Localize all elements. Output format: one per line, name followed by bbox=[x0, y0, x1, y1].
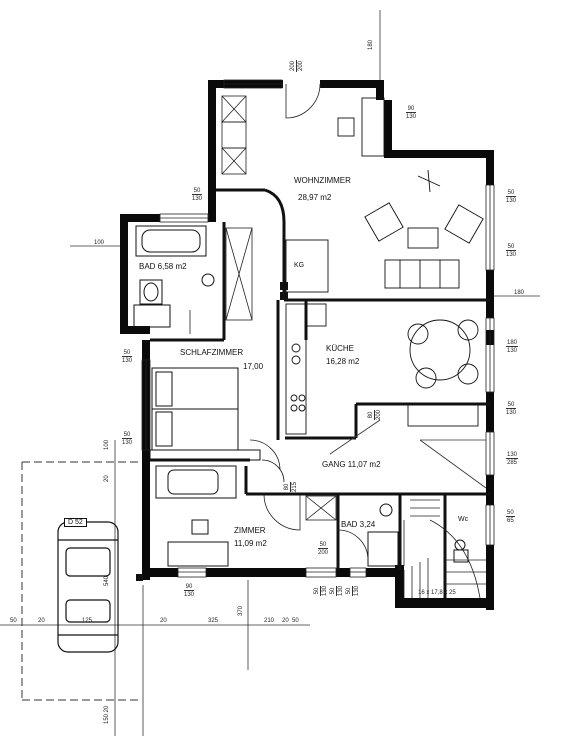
room-wohnzimmer-name: WOHNZIMMER bbox=[294, 176, 351, 185]
dim-ext-125: 125 bbox=[82, 618, 93, 624]
room-gang-name: GANG 11,07 m2 bbox=[322, 460, 381, 469]
dim-ext-20-a: 20 bbox=[38, 618, 45, 624]
sink-icon bbox=[201, 273, 215, 287]
dim-ext-325: 325 bbox=[208, 618, 219, 624]
dim-ext-20-b: 20 bbox=[160, 618, 167, 624]
column-posts bbox=[136, 282, 288, 581]
dim-ext-150-20: 150 20 bbox=[104, 705, 110, 724]
small-bath-fixtures bbox=[367, 503, 469, 567]
zimmer-furniture bbox=[155, 465, 237, 567]
dim-ext-20v: 20 bbox=[104, 475, 110, 482]
dim-top-180: 180 bbox=[368, 39, 374, 50]
dim-ext-50-a: 50 bbox=[10, 618, 17, 624]
room-kueche-area: 16,28 m2 bbox=[326, 357, 360, 366]
room-zimmer-area: 11,09 m2 bbox=[234, 539, 267, 548]
room-wohnzimmer-area: 28,97 m2 bbox=[298, 193, 332, 202]
dim-ext-20-c: 20 bbox=[282, 618, 289, 624]
dim-ext-370: 370 bbox=[238, 605, 244, 616]
dim-right-180: 180 bbox=[514, 290, 525, 296]
carport-outline bbox=[21, 461, 140, 701]
stairs-icon bbox=[403, 499, 486, 599]
bed-icon bbox=[149, 367, 261, 461]
living-furniture bbox=[285, 97, 484, 293]
dim-ext-50-b: 50 bbox=[292, 618, 299, 624]
room-wc-name: Wc bbox=[458, 516, 469, 523]
car-label: D 52 bbox=[64, 518, 87, 527]
gang-details bbox=[329, 419, 487, 489]
bathtub-icon bbox=[135, 225, 207, 257]
stair-label: 16 x 17,8 x 25 bbox=[418, 590, 456, 596]
room-zimmer-name: ZIMMER bbox=[234, 526, 266, 535]
toilet-icon bbox=[133, 279, 171, 328]
room-schlafzimmer-name: SCHLAFZIMMER bbox=[180, 348, 244, 357]
car-icon bbox=[57, 521, 119, 653]
room-schlafzimmer-area: 17,00 bbox=[243, 362, 264, 371]
windows bbox=[141, 79, 495, 578]
dim-ext-210: 210 bbox=[264, 618, 275, 624]
room-kg-name: KG bbox=[294, 262, 305, 269]
room-bad-small-name: BAD 3,24 bbox=[341, 520, 376, 529]
room-bad-large-name: BAD 6,58 m2 bbox=[139, 262, 187, 271]
exterior-walls bbox=[120, 80, 494, 610]
wardrobe-icon bbox=[221, 95, 337, 521]
interior-walls bbox=[150, 188, 490, 598]
dim-left-100: 100 bbox=[94, 240, 105, 246]
dim-ext-100v: 100 bbox=[104, 439, 110, 450]
kitchen-furniture bbox=[285, 303, 479, 435]
dim-ext-540: 540 bbox=[104, 575, 110, 586]
dimension-lines bbox=[0, 10, 540, 736]
room-kueche-name: KÜCHE bbox=[326, 344, 355, 353]
